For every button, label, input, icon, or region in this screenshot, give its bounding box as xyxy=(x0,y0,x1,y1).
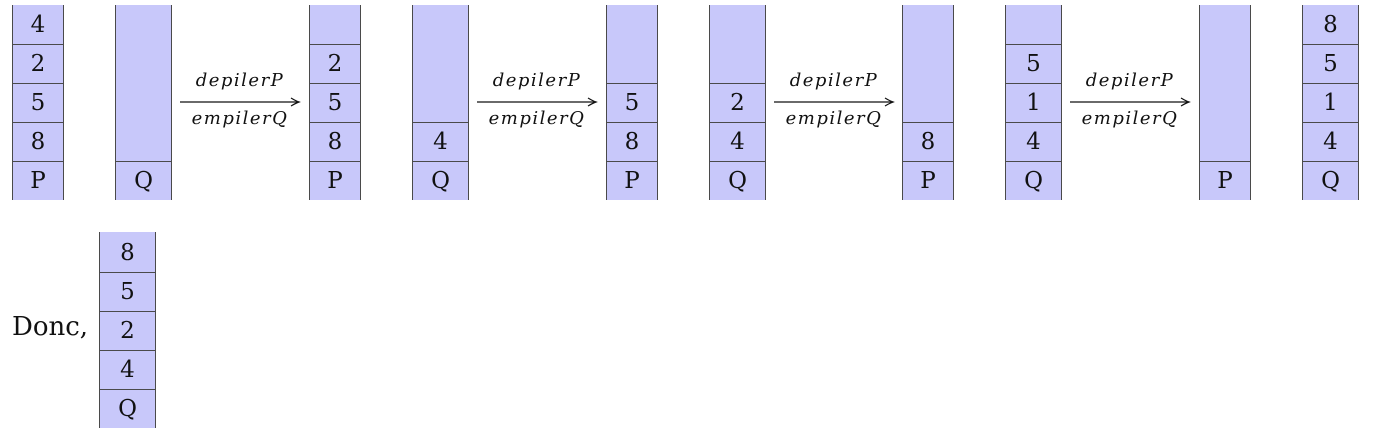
stack-cell: 5 xyxy=(13,83,63,122)
arrow-top-label: depilerP xyxy=(195,70,285,91)
stack-cell: 4 xyxy=(413,122,468,161)
stack-name-label: P xyxy=(607,161,657,200)
stack-cell: 2 xyxy=(710,83,765,122)
arrow-right-icon xyxy=(774,97,895,107)
arrow-bottom-label: empilerQ xyxy=(191,108,289,129)
stack-cell: 8 xyxy=(310,122,360,161)
stack-name-label: P xyxy=(13,161,63,200)
stack-name-label: P xyxy=(1200,161,1250,200)
stack-cell: 5 xyxy=(607,83,657,122)
stack-name-label: Q xyxy=(710,161,765,200)
arrow-right-icon xyxy=(180,97,301,107)
stack-cell: 8 xyxy=(120,239,135,266)
stack-cell: 2 xyxy=(13,44,63,83)
stack-cell: 5 xyxy=(1303,44,1358,83)
stack-cell: 1 xyxy=(1303,83,1358,122)
stack-cell: 1 xyxy=(1006,83,1061,122)
stack-cell: 5 xyxy=(310,83,360,122)
stack-name-label: Q xyxy=(1303,161,1358,200)
arrow-top-label: depilerP xyxy=(492,70,582,91)
arrow-top-label: depilerP xyxy=(1085,70,1175,91)
stack-cell: 2 xyxy=(310,44,360,83)
stack-name-label: Q xyxy=(1006,161,1061,200)
stack-cell: 4 xyxy=(710,122,765,161)
stack-name-label: Q xyxy=(100,389,155,428)
stack-cell: 8 xyxy=(1323,11,1338,38)
stack-cell: 8 xyxy=(13,122,63,161)
stack-cell: 4 xyxy=(1303,122,1358,161)
stack-cell: 4 xyxy=(1006,122,1061,161)
stack-p-step-5: P xyxy=(1199,5,1251,200)
stack-name-label: P xyxy=(903,161,953,200)
transfer-arrow: depilerP empilerQ xyxy=(773,70,895,140)
arrow-right-icon xyxy=(477,97,598,107)
transfer-arrow: depilerP empilerQ xyxy=(476,70,598,140)
stack-cell: 4 xyxy=(30,11,46,38)
conclusion-text: Donc, xyxy=(12,312,89,342)
arrow-bottom-label: empilerQ xyxy=(488,108,586,129)
arrow-bottom-label: empilerQ xyxy=(1081,108,1179,129)
arrow-top-label: depilerP xyxy=(789,70,879,91)
transfer-arrow: depilerP empilerQ xyxy=(179,70,301,140)
arrow-right-icon xyxy=(1070,97,1191,107)
stack-cell: 5 xyxy=(100,272,155,311)
stack-name-label: P xyxy=(310,161,360,200)
stack-cell: 8 xyxy=(607,122,657,161)
stack-q-step-1: Q xyxy=(115,5,172,200)
stack-name-label: Q xyxy=(116,161,171,200)
stack-name-label: Q xyxy=(413,161,468,200)
stack-cell: 5 xyxy=(1006,44,1061,83)
stack-cell: 2 xyxy=(100,311,155,350)
transfer-arrow: depilerP empilerQ xyxy=(1069,70,1191,140)
stack-cell: 8 xyxy=(903,122,953,161)
stack-cell: 4 xyxy=(100,350,155,389)
arrow-bottom-label: empilerQ xyxy=(785,108,883,129)
